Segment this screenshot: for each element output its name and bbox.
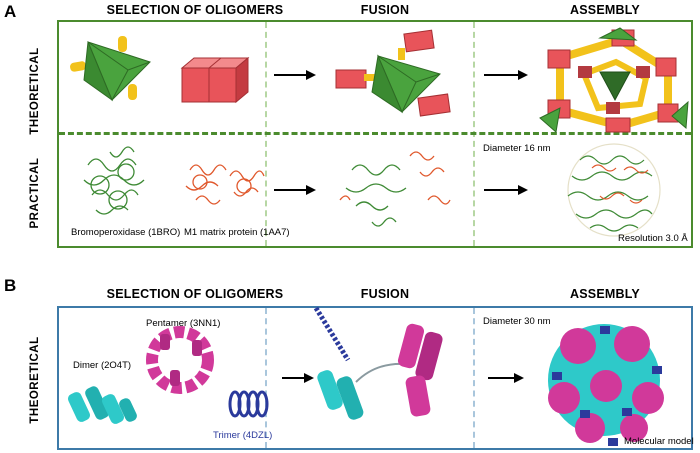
cage-assembly-icon	[539, 27, 689, 133]
dimer-block-icon	[180, 56, 250, 104]
fused-structure-icon	[339, 151, 451, 227]
arrow-icon	[274, 70, 316, 80]
panel-b-header-fusion: FUSION	[360, 287, 410, 301]
panel-a-row-divider	[59, 132, 691, 135]
label-pentamer: Pentamer (3NN1)	[146, 318, 221, 329]
m1-matrix-structure-icon	[185, 164, 265, 205]
arrow-icon	[282, 373, 314, 383]
trimer-block-icon	[70, 36, 151, 102]
label-dimer: Dimer (2O4T)	[73, 360, 132, 371]
panel-a-header-assembly: ASSEMBLY	[570, 3, 640, 17]
panel-a-header-fusion: FUSION	[360, 3, 410, 17]
label-resolution: Resolution 3.0 Å	[618, 233, 688, 244]
label-m1-matrix: M1 matrix protein (1AA7)	[184, 227, 290, 238]
dimer-structure-icon	[67, 386, 137, 424]
panel-a-frame	[57, 20, 693, 248]
arrow-icon	[484, 70, 528, 80]
panel-a-header-selection: SELECTION OF OLIGOMERS	[106, 3, 284, 17]
panel-b-divider-1	[265, 308, 267, 448]
label-diameter-16: Diameter 16 nm	[483, 143, 551, 154]
pentamer-structure-icon	[146, 326, 214, 394]
bromoperoxidase-structure-icon	[83, 146, 145, 215]
arrow-icon	[274, 185, 316, 195]
panel-b-header-selection: SELECTION OF OLIGOMERS	[106, 287, 284, 301]
panel-b-header-assembly: ASSEMBLY	[570, 287, 640, 301]
panel-b-divider-2	[473, 308, 475, 448]
panel-b-frame	[57, 306, 693, 450]
fused-structure-icon	[313, 306, 443, 420]
label-bromoperoxidase: Bromoperoxidase (1BRO)	[71, 227, 181, 238]
cage-model-icon	[548, 324, 664, 446]
arrow-icon	[484, 185, 528, 195]
label-trimer: Trimer (4DZL)	[213, 430, 273, 441]
label-diameter-30: Diameter 30 nm	[483, 316, 551, 327]
arrow-icon	[488, 373, 524, 383]
cage-structure-icon	[567, 143, 661, 237]
label-molecular-model: Molecular model	[624, 436, 694, 447]
panel-b-letter: B	[4, 276, 17, 295]
trimer-structure-icon	[228, 390, 269, 418]
panel-a-letter: A	[4, 2, 17, 21]
fused-block-icon	[335, 29, 451, 117]
